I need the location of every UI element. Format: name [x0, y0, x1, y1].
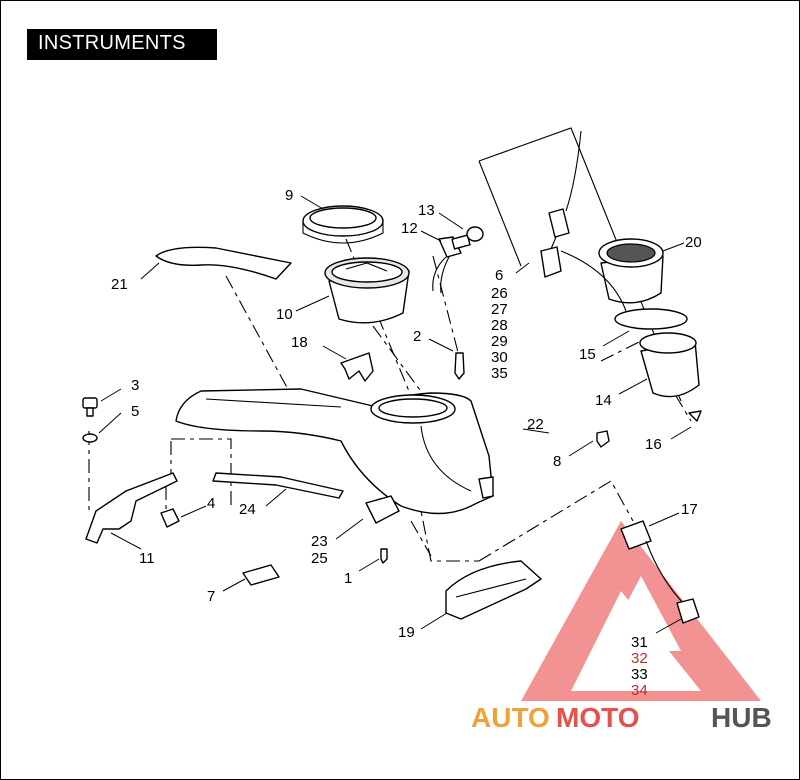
- part-24-trim-strip: [212, 472, 344, 499]
- leader-lines: [98, 195, 692, 634]
- callout-24: 24: [239, 501, 256, 518]
- callout-5: 5: [131, 403, 139, 420]
- part-4-bolt: [160, 508, 180, 528]
- callout-27: 27: [491, 301, 508, 318]
- watermark-logo: [521, 521, 761, 701]
- watermark-hub: HUB: [711, 702, 772, 733]
- part-2-screw: [454, 352, 465, 380]
- callout-2: 2: [413, 328, 421, 345]
- callout-labels: 9 21 10 13 12 18 2 3 5 6 26 27 28 29 30 …: [111, 187, 702, 699]
- callout-4: 4: [207, 495, 215, 512]
- part-14-gauge-cup: [639, 332, 700, 398]
- callout-1: 1: [344, 570, 352, 587]
- part-21-visor: [155, 246, 292, 280]
- callout-26: 26: [491, 285, 508, 302]
- callout-19: 19: [398, 624, 415, 641]
- callout-13: 13: [418, 202, 435, 219]
- part-16-screw: [688, 410, 702, 422]
- callout-9: 9: [285, 187, 293, 204]
- callout-18: 18: [291, 334, 308, 351]
- part-7-pad: [242, 564, 280, 586]
- callout-33: 33: [631, 666, 648, 683]
- callout-14: 14: [595, 392, 612, 409]
- part-17-connector-harness: [620, 520, 700, 624]
- callout-23: 23: [311, 533, 328, 550]
- callout-22: 22: [527, 416, 544, 433]
- callout-7: 7: [207, 588, 215, 605]
- callout-8: 8: [553, 453, 561, 470]
- part-18-clip: [340, 352, 374, 382]
- callout-20: 20: [685, 234, 702, 251]
- callout-34: 34: [631, 682, 648, 699]
- callout-16: 16: [645, 436, 662, 453]
- watermark-auto: AUTO: [471, 702, 550, 733]
- part-10-speedometer: [324, 257, 410, 324]
- part-23-connector: [365, 495, 400, 524]
- watermark-text: AUTO MOTO HUB: [471, 702, 772, 733]
- callout-28: 28: [491, 317, 508, 334]
- callout-6: 6: [495, 267, 503, 284]
- callout-15: 15: [579, 346, 596, 363]
- watermark-moto: MOTO: [556, 702, 639, 733]
- callout-3: 3: [131, 377, 139, 394]
- part-3-5-bolt-washer: [82, 397, 98, 443]
- part-19-lower-bezel: [445, 560, 542, 620]
- part-15-gauge-ring: [614, 308, 688, 330]
- part-1-screw: [380, 548, 388, 564]
- part-20-gauge: [598, 238, 664, 304]
- callout-31: 31: [631, 634, 648, 651]
- callout-11: 11: [139, 550, 155, 567]
- part-6-wire-harness: [540, 130, 627, 312]
- callout-10: 10: [276, 306, 293, 323]
- callout-29: 29: [491, 333, 508, 350]
- callout-35: 35: [491, 365, 508, 382]
- callout-17: 17: [681, 501, 698, 518]
- part-12-13-indicator-lamp: [432, 226, 484, 294]
- part-8-grommet: [596, 430, 610, 448]
- callout-21: 21: [111, 276, 128, 293]
- callout-30: 30: [491, 349, 508, 366]
- callout-25: 25: [311, 550, 328, 567]
- callout-12: 12: [401, 220, 418, 237]
- part-9-bezel-ring: [302, 205, 384, 244]
- part-11-mounting-bracket: [85, 472, 178, 544]
- section-title: INSTRUMENTS: [27, 29, 217, 60]
- callout-32: 32: [631, 650, 648, 667]
